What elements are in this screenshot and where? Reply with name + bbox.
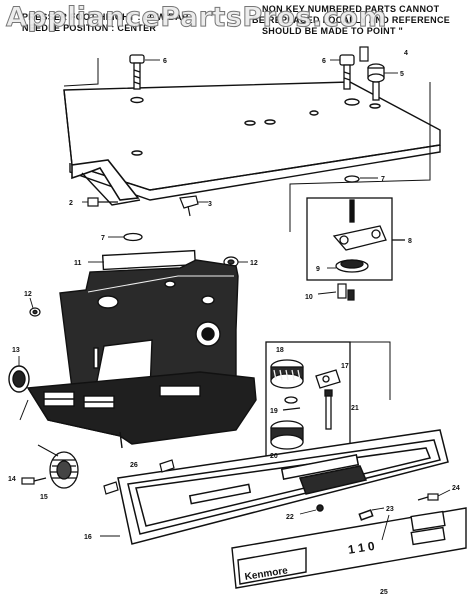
clips-26 bbox=[103, 459, 175, 495]
note-non-key-parts-2: BE REPLACED LOCALLY AND REFERENCE bbox=[252, 15, 451, 25]
callout-12-left: 12 bbox=[24, 291, 32, 298]
dial-assembly bbox=[265, 341, 351, 461]
note-non-key-parts-3: SHOULD BE MADE TO POINT " bbox=[262, 26, 404, 36]
bracket-frame-top bbox=[63, 58, 99, 87]
leader-dial-box bbox=[350, 341, 391, 400]
watermark: AppliancePartsPros.com bbox=[5, 2, 388, 34]
washer-7-left bbox=[123, 232, 143, 242]
note-presser-foot-height: PRESSER FOOT HEIGHT : LOW BAR bbox=[22, 12, 189, 22]
washer-7-right bbox=[344, 175, 360, 183]
callout-7-right: 7 bbox=[381, 176, 385, 183]
callout-11: 11 bbox=[74, 260, 82, 267]
sewing-machine-head bbox=[26, 259, 257, 449]
callout-24: 24 bbox=[452, 485, 460, 492]
callout-8: 8 bbox=[408, 238, 412, 245]
callout-12-top: 12 bbox=[250, 260, 258, 267]
callout-15: 15 bbox=[40, 494, 48, 501]
callout-5: 5 bbox=[400, 71, 404, 78]
callout-14: 14 bbox=[8, 476, 16, 483]
callout-10: 10 bbox=[305, 294, 313, 301]
callout-2: 2 bbox=[69, 200, 73, 207]
callout-3: 3 bbox=[208, 201, 212, 208]
callout-20: 20 bbox=[270, 453, 278, 460]
callout-13: 13 bbox=[12, 347, 20, 354]
front-panel-16 bbox=[117, 429, 449, 545]
callout-7-left: 7 bbox=[101, 235, 105, 242]
callout-9: 9 bbox=[316, 266, 320, 273]
bracket-frame-right bbox=[289, 82, 431, 232]
plug-12-left bbox=[29, 307, 41, 317]
stitch-knob-15 bbox=[49, 451, 79, 489]
callout-17: 17 bbox=[341, 363, 349, 370]
plate-11 bbox=[101, 249, 197, 271]
screw-10 bbox=[337, 283, 355, 301]
screw-3 bbox=[179, 195, 199, 217]
screw-14 bbox=[21, 477, 47, 485]
leader-head-base bbox=[19, 399, 29, 421]
arm-top-cover bbox=[63, 81, 441, 206]
callout-23: 23 bbox=[386, 506, 394, 513]
callout-25: 25 bbox=[380, 589, 388, 596]
callout-4: 4 bbox=[404, 50, 408, 57]
model-digits: 1 1 0 bbox=[347, 539, 376, 557]
callout-numbers: 2 3 4 5 6 6 7 7 8 9 10 11 12 12 13 14 15… bbox=[8, 50, 460, 596]
screw-24 bbox=[417, 493, 439, 501]
callout-16: 16 bbox=[84, 534, 92, 541]
note-needle-position: NEEDLE POSITION : CENTER bbox=[22, 23, 157, 33]
screw-6-left bbox=[129, 54, 145, 90]
callout-18: 18 bbox=[276, 347, 284, 354]
ring-13 bbox=[8, 365, 30, 393]
callout-6-left: 6 bbox=[163, 58, 167, 65]
bobbin-winder-assembly bbox=[306, 197, 405, 281]
leader-knob bbox=[37, 444, 59, 457]
callout-21: 21 bbox=[351, 405, 359, 412]
callout-6-right: 6 bbox=[322, 58, 326, 65]
nameplate-25: Kenmore 1 1 0 bbox=[231, 507, 467, 589]
screw-6-right bbox=[339, 54, 355, 90]
callout-22: 22 bbox=[286, 514, 294, 521]
leader-lines bbox=[18, 59, 451, 541]
note-non-key-parts-1: NON KEY NUMBERED PARTS CANNOT bbox=[262, 4, 440, 14]
callout-19: 19 bbox=[270, 408, 278, 415]
small-screw-4 bbox=[359, 46, 369, 62]
callout-26: 26 bbox=[130, 462, 138, 469]
